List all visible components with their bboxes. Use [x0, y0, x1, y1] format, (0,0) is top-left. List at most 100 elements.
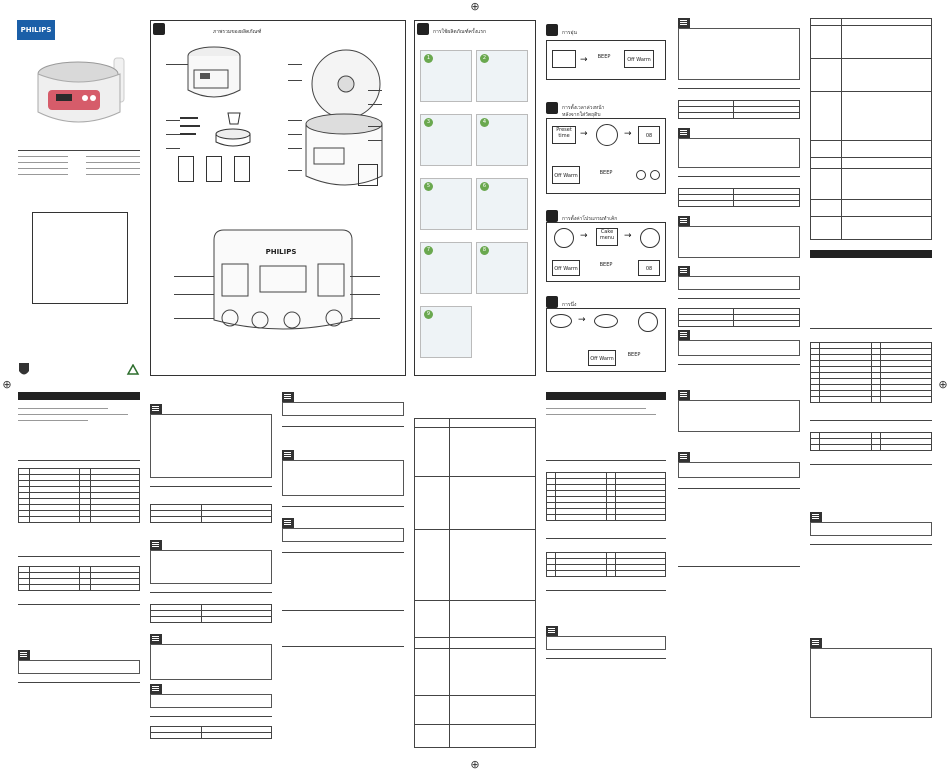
spec-table-th — [810, 432, 932, 451]
note-box — [678, 128, 800, 168]
manual-booklet-icon — [206, 156, 222, 182]
tip-box — [150, 684, 272, 708]
off-warm-display: Off Warm — [588, 350, 616, 366]
step-image: 4 — [476, 114, 528, 166]
off-warm-display: Off Warm — [624, 50, 654, 68]
accessory-steam-basket-icon — [214, 128, 252, 148]
note-box — [282, 450, 404, 496]
cake-menu-button: Cake menu — [596, 228, 618, 246]
info-table — [150, 504, 272, 523]
tip-box — [678, 266, 800, 290]
step-image: 1 — [420, 50, 472, 102]
timer-icon — [546, 102, 558, 114]
step-image: 8 — [476, 242, 528, 294]
flow-preset-subtitle: หลังจากใส่วัตถุดิบ — [562, 112, 601, 118]
step-image: 3 — [420, 114, 472, 166]
cooker-open-image — [300, 44, 386, 190]
registration-mark-bottom: ⊕ — [470, 758, 480, 771]
flow-keep-warm — [546, 40, 666, 80]
display-08: 08 — [638, 126, 660, 144]
step-number-badge: 8 — [480, 246, 489, 255]
arrow-icon: → — [624, 231, 632, 241]
info-table — [150, 604, 272, 623]
step-number-badge: 2 — [480, 54, 489, 63]
arrow-icon: → — [624, 129, 632, 139]
step-image: 7 — [420, 242, 472, 294]
note-box — [678, 216, 800, 258]
troubleshooting-table — [414, 418, 536, 748]
quick-start-title: การใช้ผลิตภัณฑ์ครั้งแรก — [433, 29, 487, 35]
flow-preset-title: การตั้งเวลาล่วงหน้า — [562, 105, 605, 111]
step-number-badge: 6 — [480, 182, 489, 191]
note-box — [678, 330, 800, 356]
note-box — [282, 392, 404, 416]
note-box — [810, 638, 932, 718]
beep-label: BEEP — [596, 262, 616, 272]
troubleshooting-table — [810, 18, 932, 240]
cooker-small-image — [186, 44, 242, 104]
note-box — [150, 404, 272, 478]
note-box — [282, 518, 404, 542]
power-plug-icon — [358, 164, 378, 186]
cooker-cover-image — [30, 50, 132, 132]
step-image: 2 — [476, 50, 528, 102]
overview-title: ภาพรวมของผลิตภัณฑ์ — [213, 29, 262, 35]
steam-icon — [546, 296, 558, 308]
step-image: 5 — [420, 178, 472, 230]
note-box — [150, 540, 272, 584]
cover-label-box — [32, 212, 128, 304]
flow-keep-warm-title: การอุ่น — [562, 30, 577, 36]
flow-cake-title: การตั้งค่าโปรแกรมทำเค้ก — [562, 216, 618, 222]
flow-steam-title: การนึ่ง — [562, 302, 577, 308]
note-box — [678, 452, 800, 478]
quick-start-panel: การใช้ผลิตภัณฑ์ครั้งแรก — [414, 20, 536, 376]
flow-cake — [546, 222, 666, 282]
beep-label: BEEP — [596, 170, 616, 180]
arrow-icon: → — [580, 55, 588, 65]
arrow-icon: → — [580, 231, 588, 241]
cake-icon — [546, 210, 558, 222]
step-image: 9 — [420, 306, 472, 358]
step-image: 6 — [476, 178, 528, 230]
arrow-icon: → — [578, 315, 586, 325]
spec-table-2 — [18, 566, 140, 591]
step-number-badge: 9 — [424, 310, 433, 319]
info-table — [678, 100, 800, 119]
preset-time-button: Preset time — [552, 126, 576, 144]
philips-logo: PHILIPS — [17, 20, 55, 40]
spec-table-th — [810, 342, 932, 403]
step-number-badge: 5 — [424, 182, 433, 191]
step-number-badge: 1 — [424, 54, 433, 63]
keep-warm-icon — [546, 24, 558, 36]
info-table — [150, 726, 272, 739]
note-box — [150, 634, 272, 680]
cooking-table — [546, 472, 666, 521]
box-icon — [153, 23, 165, 35]
flow-steam — [546, 308, 666, 372]
step-number-badge: 7 — [424, 246, 433, 255]
cooking-table — [546, 552, 666, 577]
overview-panel: ภาพรวมของผลิตภัณฑ์ — [150, 20, 406, 376]
off-warm-display: Off Warm — [552, 260, 580, 276]
manual-booklet-icon — [178, 156, 194, 182]
recycle-icon — [126, 363, 140, 377]
flow-preset — [546, 118, 666, 194]
step-number-badge: 3 — [424, 118, 433, 127]
note-box — [546, 626, 666, 650]
arrow-icon: → — [580, 129, 588, 139]
registration-mark-left: ⊕ — [2, 378, 12, 391]
spec-table-1 — [18, 468, 140, 523]
note-box — [18, 650, 140, 674]
accessory-spatula-icon — [178, 112, 204, 142]
registration-mark-top: ⊕ — [470, 0, 480, 13]
panel-logo: PHILIPS — [265, 248, 297, 256]
info-table — [678, 188, 800, 207]
off-warm-display: Off Warm — [552, 166, 580, 184]
control-panel-diagram — [212, 228, 354, 332]
book-icon — [417, 23, 429, 35]
accessory-cup-icon — [226, 110, 242, 126]
beep-label: BEEP — [624, 352, 644, 362]
brand-shield-icon — [18, 362, 30, 378]
info-table — [678, 308, 800, 327]
note-box — [678, 18, 800, 80]
